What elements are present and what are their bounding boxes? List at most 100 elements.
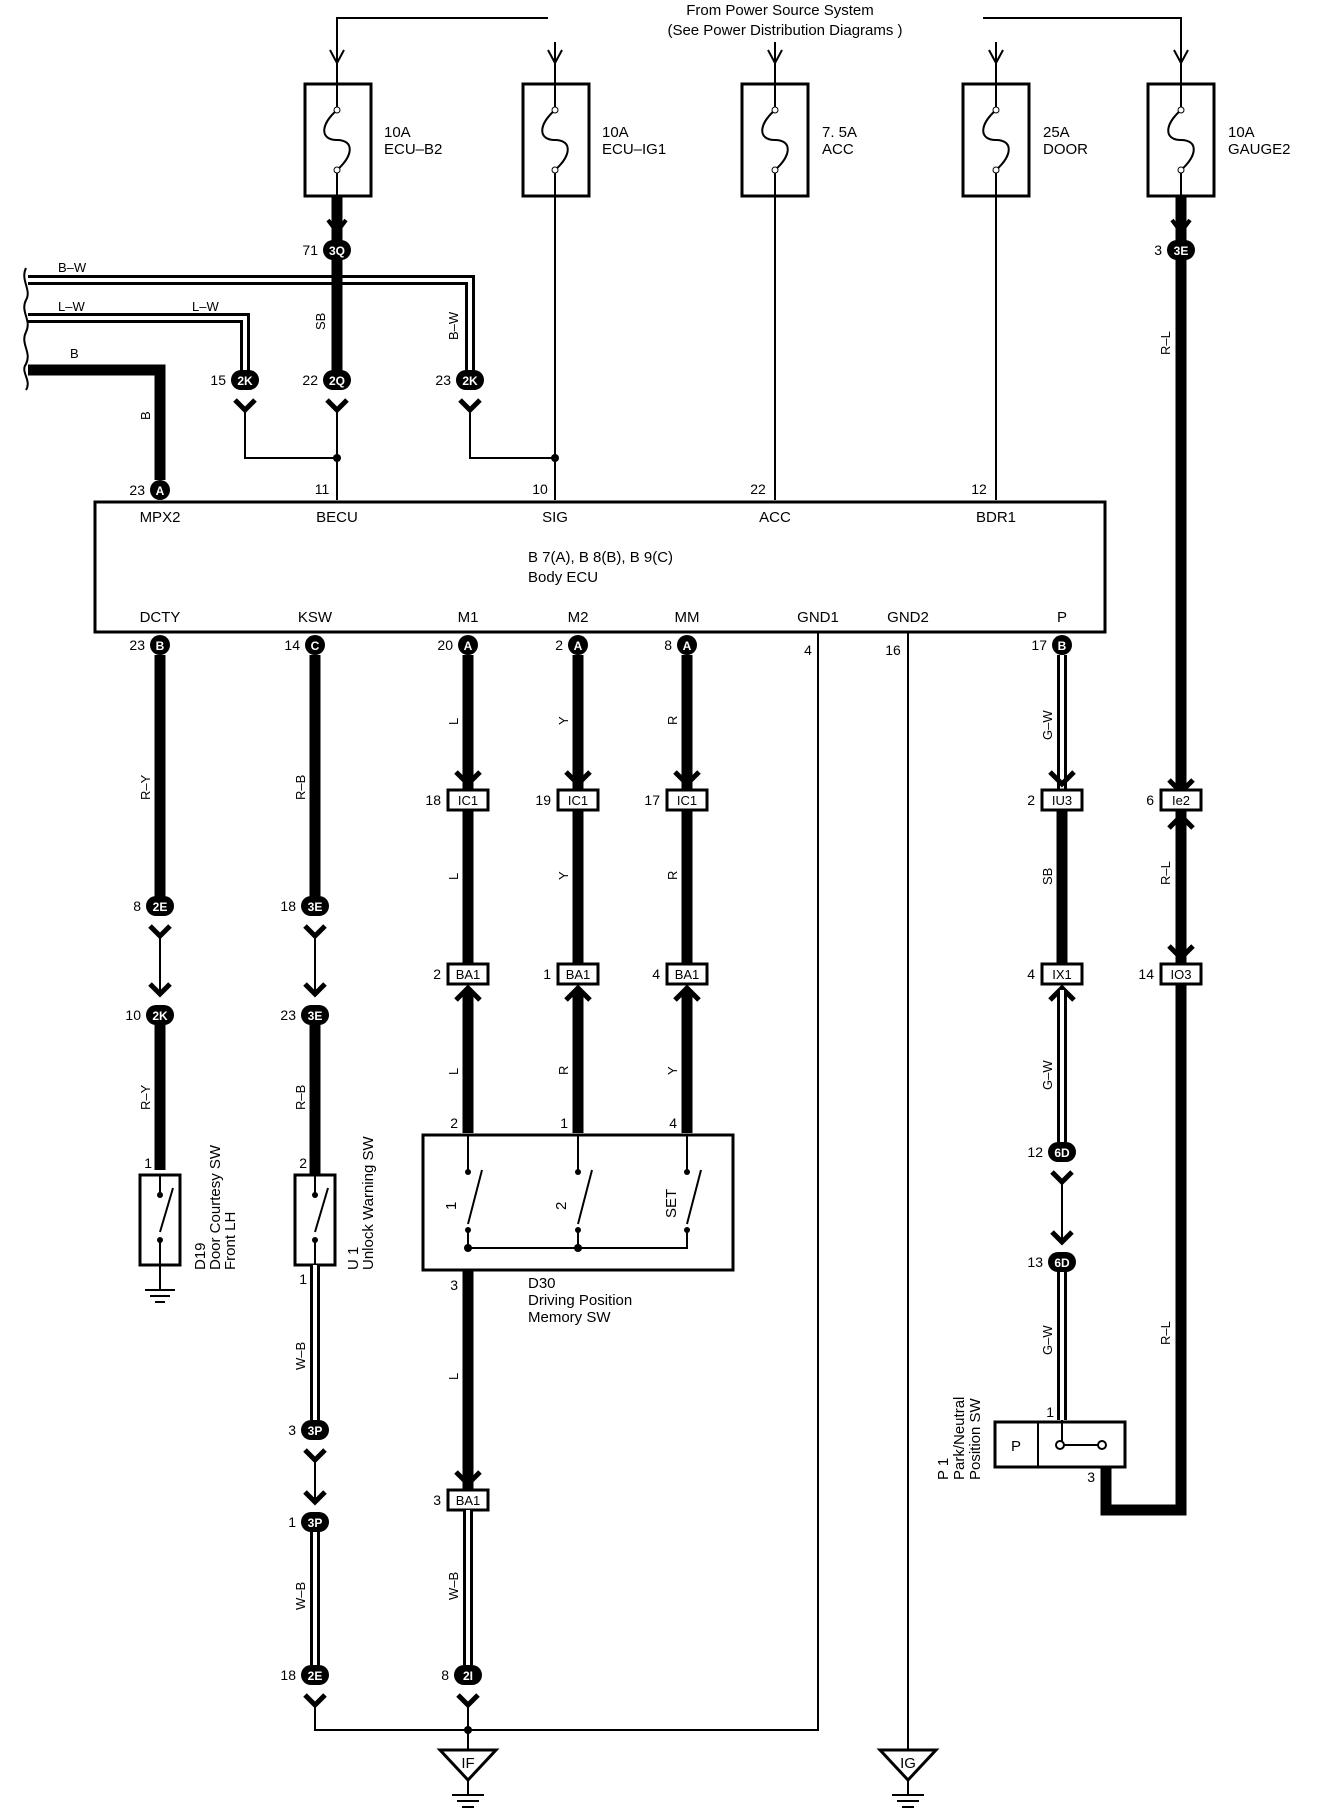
- wc-wb-1: W–B: [293, 1342, 308, 1370]
- svg-text:3E: 3E: [308, 1009, 323, 1023]
- wc-r-1: R: [665, 716, 680, 725]
- fuse-4-amp: 25A: [1043, 124, 1070, 141]
- svg-text:Door Courtesy SW: Door Courtesy SW: [207, 1144, 224, 1270]
- wire-b-mpx2: [28, 364, 166, 480]
- harness-break: [23, 267, 29, 391]
- conn-2k-10: 2K 10: [125, 1005, 174, 1025]
- svg-text:BA1: BA1: [456, 1493, 481, 1508]
- wc-y-3: Y: [665, 1066, 680, 1075]
- svg-text:6D: 6D: [1054, 1146, 1070, 1160]
- ecu-pin-m2: M2: [568, 609, 589, 626]
- ecu-pin-gnd1: GND1: [797, 609, 839, 626]
- svg-text:6: 6: [1146, 792, 1154, 808]
- wc-rl-1: R–L: [1158, 331, 1173, 355]
- svg-text:D19: D19: [192, 1242, 209, 1270]
- ground-ig: IG: [876, 1748, 940, 1808]
- wc-rl-2: R–L: [1158, 861, 1173, 885]
- svg-text:BA1: BA1: [456, 967, 481, 982]
- svg-text:2E: 2E: [308, 1669, 323, 1683]
- power-feed-drops: [554, 42, 997, 62]
- svg-text:MPX2: MPX2: [140, 509, 181, 526]
- svg-text:6D: 6D: [1054, 1256, 1070, 1270]
- svg-text:3E: 3E: [308, 900, 323, 914]
- conn-iu3: IU3 2: [1027, 788, 1084, 812]
- wc-l-4: L: [446, 1373, 461, 1380]
- svg-text:D30: D30: [528, 1275, 556, 1292]
- wc-gw-1: G–W: [1040, 710, 1055, 740]
- svg-text:3Q: 3Q: [329, 244, 345, 258]
- svg-text:12: 12: [971, 481, 987, 497]
- fuse-2-amp: 10A: [602, 124, 629, 141]
- svg-text:1: 1: [1046, 1404, 1054, 1420]
- svg-text:IO3: IO3: [1171, 967, 1192, 982]
- svg-text:1: 1: [443, 1202, 460, 1210]
- svg-text:IC1: IC1: [677, 793, 697, 808]
- svg-text:3: 3: [288, 1422, 296, 1438]
- conn-3p-3: 3P 3: [288, 1420, 329, 1440]
- conn-2e-8: 2E 8: [133, 896, 174, 916]
- fuse-1-name: ECU–B2: [384, 141, 442, 158]
- fuse-3-amp: 7. 5A: [822, 124, 857, 141]
- svg-text:2: 2: [299, 1155, 307, 1171]
- svg-text:IU3: IU3: [1052, 793, 1072, 808]
- svg-text:8: 8: [441, 1667, 449, 1683]
- switch-d19: 1 D19 Door Courtesy SW Front LH: [138, 1144, 239, 1303]
- conn-ie2: Ie2 6: [1146, 788, 1203, 812]
- svg-text:12: 12: [1027, 1144, 1043, 1160]
- svg-text:3: 3: [450, 1277, 458, 1293]
- svg-text:3: 3: [1087, 1469, 1095, 1485]
- svg-text:23: 23: [129, 637, 145, 653]
- svg-text:A: A: [683, 639, 692, 653]
- ecu-pin-acc: 22 ACC: [750, 481, 791, 526]
- body-ecu: [93, 500, 1107, 634]
- svg-text:13: 13: [1027, 1254, 1043, 1270]
- wc-sb-2: SB: [1040, 868, 1055, 885]
- wc-ry-2: R–Y: [138, 1084, 153, 1110]
- svg-text:A: A: [464, 639, 473, 653]
- wc-y-2: Y: [556, 871, 571, 880]
- ecu-bpin-dcty: B 23: [129, 635, 170, 655]
- svg-text:2: 2: [1027, 792, 1035, 808]
- svg-text:2Q: 2Q: [329, 374, 345, 388]
- svg-text:1: 1: [560, 1115, 568, 1131]
- svg-text:IX1: IX1: [1052, 967, 1072, 982]
- svg-text:11: 11: [315, 481, 330, 497]
- wc-l-1: L: [446, 718, 461, 725]
- svg-text:19: 19: [535, 792, 551, 808]
- svg-text:2: 2: [553, 1202, 570, 1210]
- power-feed-right: [983, 17, 1182, 62]
- wc-rb-2: R–B: [293, 1085, 308, 1110]
- svg-text:10: 10: [532, 481, 548, 497]
- svg-text:2K: 2K: [237, 374, 253, 388]
- ecu-bpin-gnd1: 4: [804, 642, 812, 658]
- conn-ic1-19: IC1 19: [535, 788, 600, 812]
- wc-bw-1: B–W: [58, 260, 87, 275]
- power-arrows: [329, 49, 1189, 66]
- svg-text:10: 10: [125, 1007, 141, 1023]
- wc-l-3: L: [446, 1068, 461, 1075]
- svg-text:14: 14: [1138, 966, 1154, 982]
- conn-io3: IO3 14: [1138, 962, 1203, 986]
- svg-text:15: 15: [210, 372, 226, 388]
- ecu-bpin-ksw: C 14: [284, 635, 325, 655]
- ecu-pin-becu: 11 BECU: [315, 481, 358, 526]
- ecu-pin-dcty: DCTY: [140, 609, 181, 626]
- conn-3p-1: 3P 1: [288, 1512, 329, 1532]
- ecu-bpin-m2: A 2: [555, 635, 588, 655]
- svg-text:1: 1: [288, 1514, 296, 1530]
- svg-text:2: 2: [555, 637, 563, 653]
- ecu-pin-m1: M1: [458, 609, 479, 626]
- svg-text:8: 8: [133, 898, 141, 914]
- ecu-pin-p: P: [1057, 609, 1067, 626]
- conn-2k-23: 2K 23: [435, 370, 484, 414]
- svg-text:22: 22: [750, 481, 766, 497]
- wire-gnd1-return: [314, 632, 819, 1731]
- svg-text:3E: 3E: [1174, 244, 1189, 258]
- svg-text:Memory SW: Memory SW: [528, 1309, 611, 1326]
- fuse-1-amp: 10A: [384, 124, 411, 141]
- svg-text:A: A: [156, 484, 165, 498]
- wc-bw-2: B–W: [446, 311, 461, 340]
- svg-text:23: 23: [435, 372, 451, 388]
- conn-ix1: IX1 4: [1027, 962, 1084, 986]
